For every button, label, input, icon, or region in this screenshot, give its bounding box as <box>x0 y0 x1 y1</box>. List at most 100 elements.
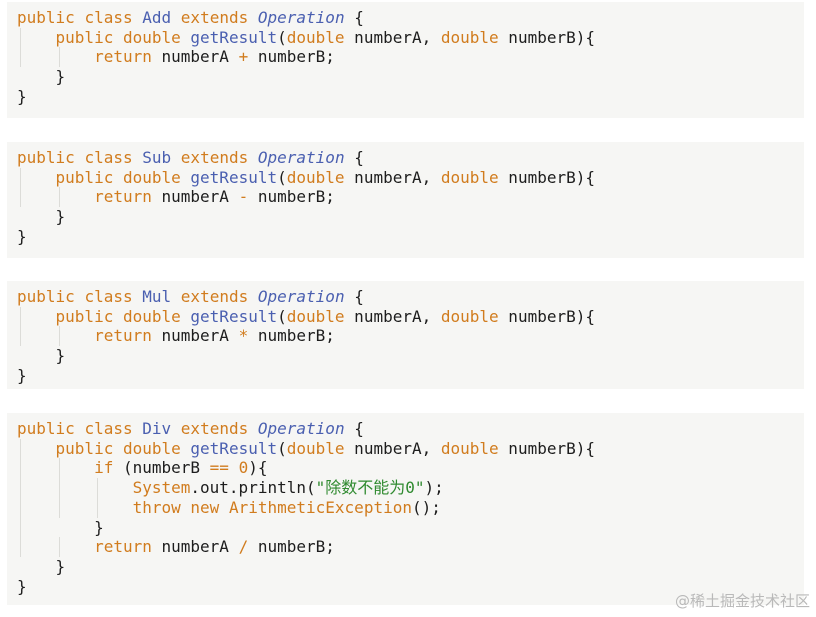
code-token: System <box>132 478 191 498</box>
code-token: class <box>84 287 133 306</box>
code-block-sub: public class Sub extends Operation { pub… <box>7 142 804 258</box>
code-mul: public class Mul extends Operation { pub… <box>17 287 804 386</box>
code-token: Sub <box>142 148 172 167</box>
code-token: extends <box>180 148 249 167</box>
code-token: double <box>122 438 181 458</box>
code-line: } <box>17 227 804 247</box>
code-line: public double getResult(double numberA, … <box>17 306 804 327</box>
code-token <box>171 148 181 167</box>
code-token: public <box>55 27 114 47</box>
code-token: if <box>94 458 114 478</box>
code-line: public class Add extends Operation { <box>17 8 804 28</box>
indent-guide <box>97 497 99 518</box>
code-token: } <box>17 86 27 106</box>
code-line: return numberA - numberB; <box>17 187 804 208</box>
code-line: if (numberB == 0){ <box>17 458 804 479</box>
code-token: numberB){ <box>498 167 595 187</box>
code-token <box>17 439 56 458</box>
code-token <box>17 498 133 517</box>
code-token: * <box>238 326 249 346</box>
code-line: return numberA + numberB; <box>17 47 804 68</box>
indent-guide <box>20 47 21 68</box>
code-token: getResult <box>190 27 278 47</box>
code-token: numberB; <box>248 326 335 346</box>
code-token: double <box>440 438 499 458</box>
code-token: - <box>238 187 249 207</box>
code-token <box>248 419 258 438</box>
code-token <box>17 307 56 326</box>
code-token <box>17 326 94 345</box>
code-token: return <box>94 47 152 67</box>
code-line: } <box>17 366 804 386</box>
code-token <box>171 419 181 438</box>
code-token: numberB; <box>248 47 335 67</box>
code-token: / <box>238 537 249 557</box>
code-token <box>75 419 85 438</box>
code-line: } <box>17 87 804 107</box>
code-block-add: public class Add extends Operation { pub… <box>7 2 804 118</box>
code-line: throw new ArithmeticException(); <box>17 497 804 518</box>
code-line: public double getResult(double numberA, … <box>17 438 804 459</box>
indent-guide <box>58 187 60 208</box>
code-token: numberA, <box>344 438 441 458</box>
code-token: numberA <box>151 326 239 346</box>
code-token: getResult <box>190 167 278 187</box>
code-line: } <box>17 517 804 538</box>
indent-guide <box>58 497 60 518</box>
code-line: } <box>17 346 804 366</box>
code-token: numberB){ <box>498 306 595 326</box>
indent-guide <box>58 537 60 557</box>
code-token: numberB){ <box>498 438 595 458</box>
code-token <box>133 287 143 306</box>
code-token: double <box>122 27 181 47</box>
code-token: ); <box>424 478 444 498</box>
code-token <box>17 47 94 66</box>
code-token <box>181 168 191 187</box>
code-token <box>248 8 258 27</box>
code-token <box>113 439 123 458</box>
code-token <box>248 287 258 306</box>
code-token: numberB; <box>248 187 335 207</box>
code-token: Mul <box>142 287 172 306</box>
code-token: throw <box>132 497 181 517</box>
code-token: public <box>55 306 114 326</box>
code-token: double <box>122 306 181 326</box>
code-token: ( <box>277 167 287 187</box>
code-token: } <box>17 67 66 87</box>
code-token: double <box>286 306 345 326</box>
code-token <box>171 8 181 27</box>
code-token: double <box>286 167 345 187</box>
code-token: Div <box>142 419 172 438</box>
code-token: getResult <box>190 306 278 326</box>
code-token: return <box>94 187 152 207</box>
code-token <box>181 28 191 47</box>
code-line: return numberA * numberB; <box>17 326 804 347</box>
code-token: double <box>122 167 181 187</box>
code-token: public <box>55 438 114 458</box>
code-token: (numberB <box>113 458 210 478</box>
indent-guide <box>58 47 60 68</box>
code-token: public <box>17 287 75 306</box>
code-token: double <box>286 438 345 458</box>
code-token: ( <box>277 438 287 458</box>
indent-guide <box>20 27 21 48</box>
code-line: } <box>17 577 804 597</box>
code-token: } <box>17 226 27 246</box>
code-token: ){ <box>248 458 268 478</box>
code-line: } <box>17 207 804 227</box>
code-token <box>248 148 258 167</box>
code-token: 0 <box>238 458 249 478</box>
watermark-text: @稀土掘金技术社区 <box>674 592 810 610</box>
code-token: extends <box>180 287 249 306</box>
code-block-div: public class Div extends Operation { pub… <box>7 413 804 605</box>
code-token: public <box>17 148 75 167</box>
indent-guide <box>20 478 21 498</box>
code-token: ( <box>277 306 287 326</box>
code-token: Operation <box>257 419 345 438</box>
code-token <box>133 8 143 27</box>
code-token <box>113 168 123 187</box>
code-token: { <box>344 419 364 438</box>
code-token: } <box>17 346 66 366</box>
code-token: Operation <box>257 8 345 27</box>
indent-guide <box>97 478 99 498</box>
